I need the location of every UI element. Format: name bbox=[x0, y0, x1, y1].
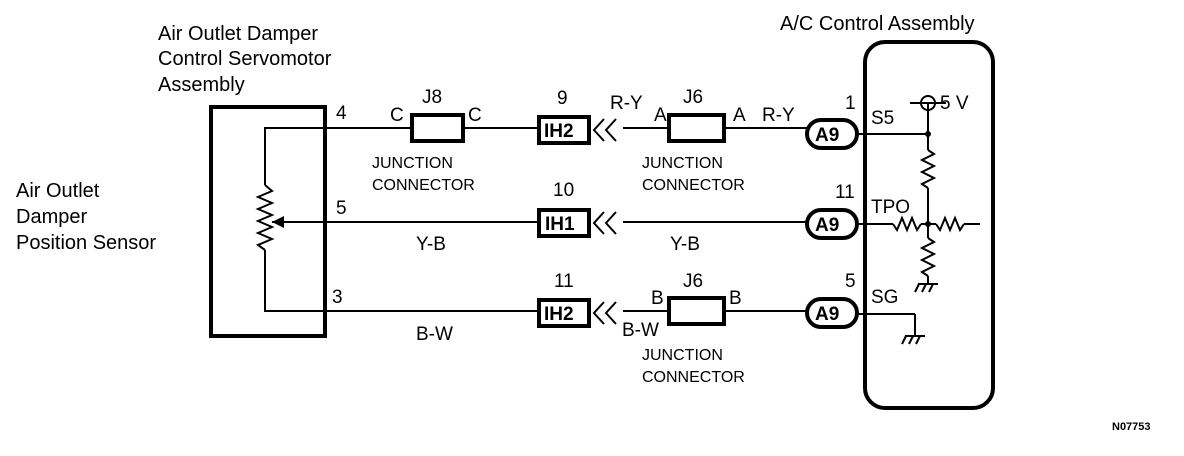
junction-j6-top-caption-2: CONNECTOR bbox=[642, 177, 745, 194]
supply-icon bbox=[920, 95, 936, 111]
sensor-title: Air Outlet Damper Position Sensor bbox=[16, 180, 156, 254]
wire-color-yb-right: Y-B bbox=[670, 234, 700, 255]
junction-j6-bottom-right-pin: B bbox=[729, 288, 742, 309]
supply-voltage: 5 V bbox=[940, 93, 969, 114]
junction-j6-bottom-box bbox=[667, 296, 726, 326]
junction-j6-bottom-caption-1: JUNCTION bbox=[642, 347, 723, 364]
connector-ih1-chevron-icon bbox=[592, 211, 605, 235]
junction-j6-bottom-name: J6 bbox=[683, 271, 703, 292]
connector-a9-pin1-name: A9 bbox=[815, 125, 839, 146]
junction-j6-bottom: J6 B B JUNCTION CONNECTOR bbox=[642, 271, 745, 386]
terminal-s5: S5 bbox=[871, 108, 894, 129]
wire-color-ry-right: R-Y bbox=[762, 105, 795, 126]
potentiometer-symbol bbox=[255, 127, 327, 312]
sensor-title-line-1: Air Outlet bbox=[16, 180, 100, 202]
servo-pin-4: 4 bbox=[336, 103, 347, 124]
junction-j8-box bbox=[410, 113, 465, 143]
connector-ih1-name: IH1 bbox=[545, 214, 575, 235]
resistor-right-icon bbox=[935, 215, 965, 233]
servo-title-line-2: Control Servomotor bbox=[158, 48, 332, 70]
resistor-tpo-icon bbox=[892, 215, 922, 233]
junction-j6-top: J6 A A JUNCTION CONNECTOR bbox=[642, 87, 746, 194]
servo-title-line-1: Air Outlet Damper bbox=[158, 23, 318, 45]
junction-j6-bottom-left-pin: B bbox=[651, 288, 664, 309]
wire-color-ry-left: R-Y bbox=[610, 93, 643, 114]
resistor-lower-icon bbox=[919, 237, 937, 277]
sensor-title-line-3: Position Sensor bbox=[16, 232, 156, 254]
terminal-sg: SG bbox=[871, 287, 898, 308]
junction-j6-top-left-pin: A bbox=[654, 105, 667, 126]
connector-ih1: IH1 10 bbox=[537, 180, 617, 238]
connector-a9-pin11-name: A9 bbox=[815, 215, 839, 236]
connector-a9-pin1: A9 1 bbox=[805, 93, 859, 150]
connector-a9-pin5: A9 5 bbox=[805, 271, 859, 329]
junction-j8-name: J8 bbox=[422, 87, 442, 108]
junction-j6-top-box bbox=[667, 113, 726, 143]
wire-color-bw-right: B-W bbox=[622, 320, 659, 341]
servo-pin-3: 3 bbox=[332, 287, 343, 308]
junction-j8-right-pin: C bbox=[468, 105, 482, 126]
junction-j6-top-right-pin: A bbox=[733, 105, 746, 126]
connector-a9-pin11: A9 11 bbox=[805, 182, 859, 240]
connector-ih2-top-name: IH2 bbox=[544, 121, 574, 142]
connector-ih2-bottom-pin: 11 bbox=[554, 271, 574, 292]
connector-ih2-bottom: IH2 11 bbox=[537, 271, 617, 328]
terminal-tpo: TPO bbox=[871, 197, 910, 218]
connector-ih2-bottom-name: IH2 bbox=[544, 304, 574, 325]
connector-ih2-top-chevron-icon bbox=[592, 118, 605, 142]
resistor-upper-icon bbox=[919, 149, 937, 189]
connector-ih2-top-pin: 9 bbox=[557, 88, 568, 109]
connector-ih1-box bbox=[537, 208, 591, 238]
connector-a9-pin1-number: 1 bbox=[845, 93, 856, 114]
connector-a9-pin11-number: 11 bbox=[835, 182, 855, 203]
figure-id: N07753 bbox=[1112, 421, 1151, 433]
servo-assembly-title: Air Outlet Damper Control Servomotor Ass… bbox=[158, 23, 332, 96]
junction-j6-top-caption-1: JUNCTION bbox=[642, 155, 723, 172]
junction-j6-top-name: J6 bbox=[683, 87, 703, 108]
junction-j8: J8 C C JUNCTION CONNECTOR bbox=[372, 87, 482, 194]
connector-ih1-pin: 10 bbox=[553, 180, 574, 201]
connector-a9-pin5-name: A9 bbox=[815, 304, 839, 325]
wire-color-yb-left: Y-B bbox=[416, 234, 446, 255]
junction-j6-bottom-caption-2: CONNECTOR bbox=[642, 369, 745, 386]
connector-a9-pin5-number: 5 bbox=[845, 271, 856, 292]
junction-j8-left-pin: C bbox=[390, 105, 404, 126]
ac-internal-circuit: 5 V bbox=[857, 93, 980, 345]
junction-j8-caption-1: JUNCTION bbox=[372, 155, 453, 172]
ac-control-title: A/C Control Assembly bbox=[780, 13, 975, 35]
servo-title-line-3: Assembly bbox=[158, 74, 245, 96]
connector-ih2-bottom-chevron-icon bbox=[592, 301, 605, 325]
connector-ih2-bottom-box bbox=[537, 298, 591, 328]
connector-ih2-top: IH2 9 bbox=[537, 88, 617, 145]
sensor-title-line-2: Damper bbox=[16, 206, 87, 228]
connector-ih2-top-box bbox=[537, 115, 591, 145]
servo-pin-5: 5 bbox=[336, 198, 347, 219]
junction-j8-caption-2: CONNECTOR bbox=[372, 177, 475, 194]
wire-color-bw-left: B-W bbox=[416, 324, 453, 345]
